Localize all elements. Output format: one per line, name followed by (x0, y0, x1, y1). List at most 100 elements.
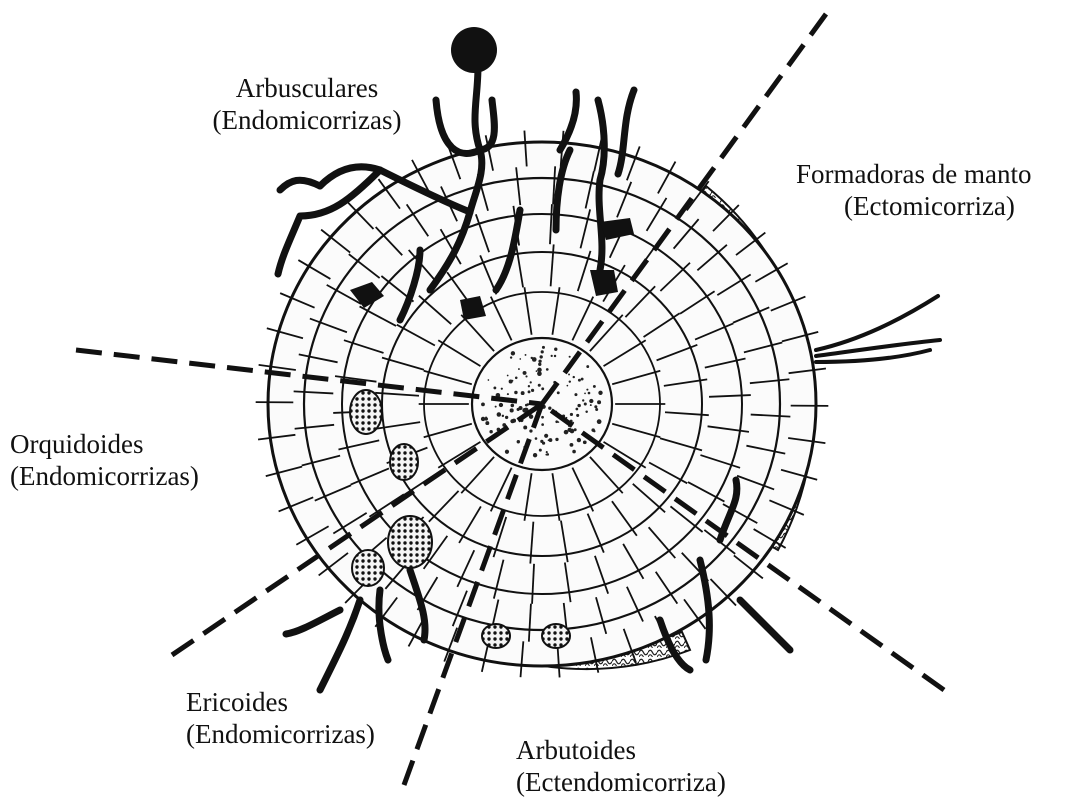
stele-dot (548, 439, 550, 441)
stele-dot (538, 360, 541, 363)
stele-dot (578, 379, 581, 382)
stele-dot (574, 393, 577, 396)
stele-dot (525, 354, 527, 356)
stele-dot (528, 385, 530, 387)
stele-dot (505, 416, 508, 419)
stele-dot (488, 379, 490, 381)
stele-dot (533, 453, 537, 457)
stele-dot (481, 403, 485, 407)
stele-dot (577, 404, 580, 407)
label-arbusculares: Arbusculares (Endomicorrizas) (196, 72, 418, 136)
stele-dot (551, 355, 553, 357)
stele-dot (539, 355, 542, 358)
stele-dot (586, 389, 588, 391)
stele-dot (505, 450, 509, 454)
stele-dot (521, 391, 525, 395)
stele-dot (567, 385, 569, 387)
stele-dot (554, 348, 557, 351)
stele-dot (510, 419, 514, 423)
stele-dot (554, 355, 556, 357)
stele-dot (555, 420, 558, 423)
stele-dot (572, 450, 576, 454)
stele-dot (564, 430, 569, 435)
stele-dot (590, 404, 592, 406)
stele-dot (525, 375, 527, 377)
stele-dot (555, 438, 558, 441)
stele-dot (501, 388, 503, 390)
stele-dot (515, 377, 518, 380)
stele-dot (497, 412, 501, 416)
stele-dot (518, 368, 520, 370)
stele-dot (541, 416, 544, 419)
stele-dot (569, 380, 571, 382)
stele-dot (576, 414, 579, 417)
stele-dot (575, 408, 578, 411)
label-orquidoides: Orquidoides (Endomicorrizas) (10, 428, 250, 492)
stele-dot (584, 393, 586, 395)
stele-dot (591, 400, 593, 402)
stele-dot (598, 391, 602, 395)
stele-dot (532, 357, 537, 362)
stele-dot (574, 428, 577, 431)
stele-dot (541, 423, 544, 426)
stele-dot (573, 376, 575, 378)
stele-dot (557, 391, 560, 394)
stele-dot (502, 415, 504, 417)
stele-dot (510, 408, 514, 412)
stele-dot (583, 440, 587, 444)
stele-dot (582, 399, 584, 401)
label-formadoras: Formadoras de manto (Ectomicorriza) (796, 158, 1066, 222)
label-formadoras-name: Formadoras de manto (796, 158, 1066, 190)
label-ericoides-name: Ericoides (186, 686, 422, 718)
stele-dot (568, 374, 570, 376)
stele-dot (569, 356, 571, 358)
stele-dot (514, 391, 517, 394)
stele-dot (546, 368, 549, 371)
stele-dot (595, 408, 598, 411)
stele-dot (536, 370, 538, 372)
stele-dot (517, 440, 520, 443)
stele-dot (594, 405, 597, 408)
stele-dot (544, 434, 548, 438)
stele-dot (485, 417, 487, 419)
stele-dot (546, 453, 549, 456)
label-arbutoides-name: Arbutoides (516, 734, 782, 766)
stele-dot (493, 386, 496, 389)
stele-dot (507, 375, 509, 377)
stele-dot (511, 351, 515, 355)
stele-dot (510, 356, 512, 358)
fungal-spore (451, 27, 497, 73)
stele-dot (537, 368, 542, 373)
stele-dot (538, 384, 541, 387)
stele-dot (546, 451, 548, 453)
stele-dot (511, 380, 513, 382)
stele-dot (530, 381, 532, 383)
stele-dot (507, 393, 509, 395)
label-ericoides: Ericoides (Endomicorrizas) (186, 686, 422, 750)
stele-dot (586, 365, 589, 368)
stele-dot (529, 429, 532, 432)
stele-dot (593, 385, 596, 388)
stele-dot (525, 404, 528, 407)
stele-dot (581, 378, 584, 381)
stele-dot (541, 387, 544, 390)
label-orquidoides-name: Orquidoides (10, 428, 250, 460)
stele-dot (538, 363, 541, 366)
stele-dot (523, 425, 527, 429)
stele-dot (511, 404, 515, 408)
stele-dot (584, 403, 587, 406)
stele-dot (570, 413, 573, 416)
stele-dot (540, 440, 543, 443)
stele-dot (495, 406, 497, 408)
stele-dot (499, 403, 502, 406)
stele-dot (593, 430, 595, 432)
stele-dot (597, 419, 602, 424)
stele-dot (539, 449, 542, 452)
stele-dot (489, 430, 492, 433)
stele-dot (481, 417, 485, 421)
stele-dot (517, 408, 520, 411)
label-formadoras-type: (Ectomicorriza) (796, 190, 1066, 222)
label-orquidoides-type: (Endomicorrizas) (10, 460, 250, 492)
stele-dot (485, 421, 489, 425)
stele-dot (535, 437, 538, 440)
